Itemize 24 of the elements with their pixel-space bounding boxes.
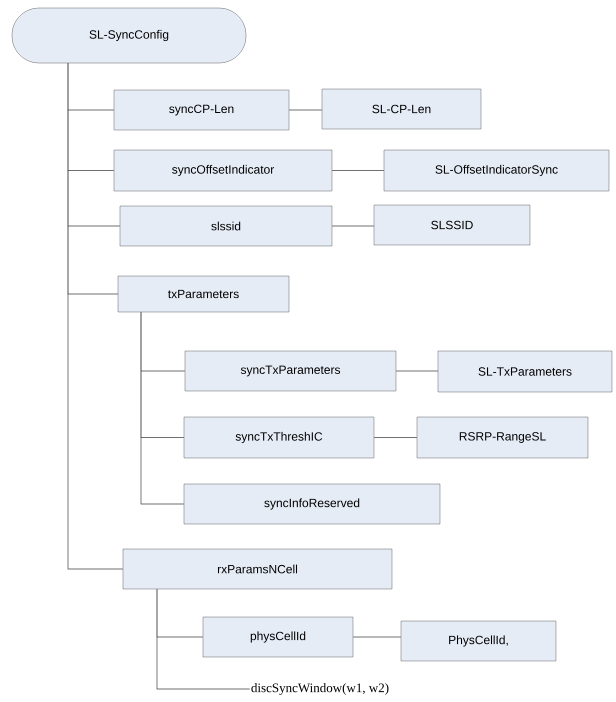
branch-label: discSyncWindow(w1, w2) — [251, 683, 388, 695]
element-box: syncTxParameters — [184, 350, 396, 392]
connector-line — [156, 588, 250, 690]
element-box: syncInfoReserved — [184, 484, 440, 524]
element-box: SL-CP-Len — [322, 88, 482, 130]
connector-line — [374, 437, 418, 438]
connector-line — [68, 62, 124, 570]
element-box: slssid — [120, 206, 332, 246]
element-box: syncTxThreshIC — [184, 416, 374, 458]
connector-line — [332, 170, 384, 171]
element-box: rxParamsNCell — [122, 548, 392, 590]
element-box: SLSSID — [374, 204, 530, 246]
element-box: physCellId — [202, 616, 354, 658]
element-box: SL-OffsetIndicatorSync — [384, 150, 610, 192]
connector-line — [140, 312, 184, 504]
element-box: txParameters — [118, 276, 290, 312]
element-box: RSRP-RangeSL — [416, 416, 588, 458]
root-terminal: SL-SyncConfig — [12, 8, 246, 64]
element-box: syncCP-Len — [114, 90, 290, 130]
connector-line — [396, 370, 438, 372]
element-box: PhysCellId, — [400, 620, 556, 662]
connector-line — [352, 636, 402, 638]
element-box: SL-TxParameters — [438, 350, 612, 392]
element-box: syncOffsetIndicator — [114, 150, 332, 192]
